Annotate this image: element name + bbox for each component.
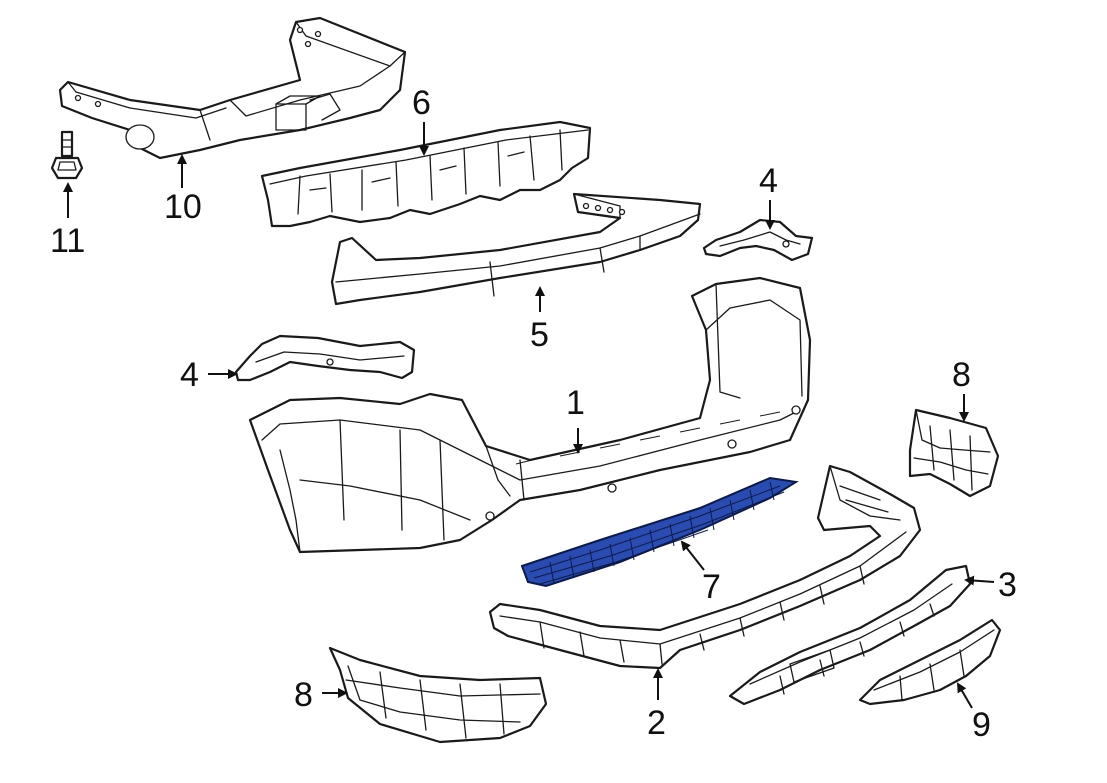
part-8-corner-right	[908, 408, 1000, 498]
part-4-bracket-left	[234, 334, 416, 382]
part-5-impact-bar	[330, 192, 702, 306]
part-4-bracket-right	[702, 218, 814, 262]
part-7-step-pad	[520, 476, 799, 588]
part-11-bolt	[50, 130, 84, 180]
callout-8-left: 8	[294, 676, 313, 714]
part-1-bumper-cover	[248, 276, 812, 554]
part-8-corner-left	[328, 646, 548, 744]
callout-7: 7	[702, 568, 721, 606]
leader-lines	[63, 122, 995, 709]
callout-labels: 1 2 3 4 4 5 6 7 8 8 9 10 11	[50, 84, 1017, 744]
part-2-valance	[488, 464, 922, 670]
part-3-diffuser	[728, 564, 972, 706]
callout-10: 10	[164, 188, 202, 226]
part-9-lower-bracket	[858, 618, 1002, 706]
callout-1: 1	[566, 384, 585, 422]
callout-5: 5	[530, 316, 549, 354]
part-10-reinforcement	[58, 16, 407, 160]
part-6-absorber	[260, 120, 592, 228]
callout-3: 3	[998, 566, 1017, 604]
callout-2: 2	[647, 704, 666, 742]
callout-4-top: 4	[759, 162, 778, 200]
callout-4-left: 4	[180, 356, 199, 394]
callout-8-right: 8	[952, 356, 971, 394]
callout-6: 6	[412, 84, 431, 122]
callout-11: 11	[50, 222, 85, 260]
callout-9: 9	[972, 706, 991, 744]
